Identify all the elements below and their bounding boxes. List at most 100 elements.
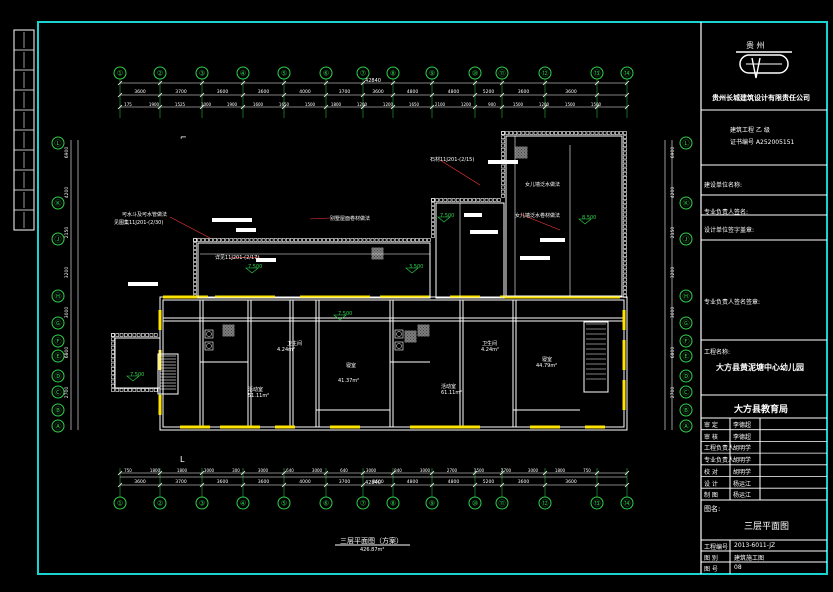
dim-tick: [542, 92, 548, 98]
level-6: 8.500: [582, 215, 597, 221]
window: [330, 425, 360, 429]
parapet: [431, 198, 435, 202]
parapet: [145, 333, 149, 337]
dim-tick: [390, 482, 396, 488]
dim-tick: [429, 482, 435, 488]
vent-cell: [423, 327, 427, 331]
toilet-fixture: [394, 329, 404, 339]
dim-tick: [624, 104, 630, 110]
parapet: [119, 333, 124, 337]
toilet-fixture: [204, 329, 214, 339]
axis-label-top: ①: [117, 70, 123, 78]
dim-left: 2150: [65, 226, 71, 239]
axis-label-top: ⑨: [429, 70, 435, 78]
dim-bottom-fine: 3000: [311, 468, 323, 473]
tb-license-1: 建筑工程 乙 级: [730, 127, 770, 134]
vent-cell: [524, 149, 528, 153]
axis-label-top: ⑦: [360, 70, 366, 78]
parapet: [501, 147, 505, 152]
parapet: [193, 274, 197, 278]
parapet: [132, 333, 137, 337]
dim-bottom-row: 4000: [299, 480, 311, 485]
dim-tick: [472, 104, 478, 110]
axis-label-top: ⑬: [594, 70, 601, 78]
vent-cell: [374, 256, 378, 260]
tb-row-d: 专业负责人签名签章:: [704, 299, 761, 306]
vent-cell: [524, 146, 528, 150]
toilet-bowl: [396, 331, 402, 337]
parapet: [602, 131, 607, 135]
axis-label-left: Ⓓ: [55, 373, 62, 381]
axis-label-bottom: ⑫: [542, 500, 549, 508]
parapet: [111, 333, 115, 337]
parapet: [606, 131, 611, 135]
dim-tick: [157, 482, 163, 488]
room-3-area: 4.24m²: [481, 347, 500, 353]
dim-bottom-fine: 750: [583, 468, 591, 473]
dim-bottom-fine: 1500: [473, 468, 485, 473]
vent-cell: [222, 324, 226, 328]
window: [300, 295, 370, 299]
parapet: [193, 282, 197, 286]
parapet: [501, 143, 505, 148]
parapet: [431, 230, 435, 234]
axis-label-right: Ⓕ: [683, 338, 690, 346]
parapet: [537, 131, 542, 135]
parapet: [435, 198, 439, 202]
window: [410, 425, 450, 429]
axis-label-right: Ⓗ: [683, 293, 690, 301]
dim-right: 2150: [671, 226, 677, 239]
parapet: [273, 238, 278, 242]
vent-cell: [413, 333, 417, 337]
parapet: [517, 131, 522, 135]
parapet: [281, 238, 286, 242]
parapet: [378, 238, 383, 242]
dim-tick: [472, 92, 478, 98]
parapet: [554, 131, 558, 135]
parapet: [431, 214, 435, 218]
parapet: [427, 238, 431, 242]
axis-label-right: Ⓖ: [683, 320, 690, 328]
dim-tick: [594, 482, 600, 488]
dim-bottom-fine: 3000: [419, 468, 431, 473]
tb-row-a: 建设单位名称:: [704, 182, 743, 189]
dim-tick: [542, 482, 548, 488]
parapet: [141, 333, 145, 337]
tb-drawing-name: 三层平面图: [744, 522, 790, 532]
note-5: 女儿墙泛水做法: [525, 182, 561, 188]
dim-top-row: 4800: [447, 90, 460, 95]
parapet: [549, 131, 554, 135]
dim-tick: [157, 104, 163, 110]
parapet: [386, 238, 391, 242]
note-4: 详见11J201-(2/17): [215, 255, 260, 261]
dim-tick: [360, 482, 366, 488]
parapet: [501, 173, 505, 177]
dim-bottom-fine: 640: [340, 468, 348, 473]
axis-label-bottom: ⑦: [360, 500, 366, 508]
dim-top-row: 3600: [517, 90, 530, 95]
parapet: [525, 131, 530, 135]
axis-circle-right: [679, 403, 693, 417]
axis-label-bottom: ①: [117, 500, 123, 508]
window: [622, 340, 626, 370]
parapet: [623, 163, 627, 168]
parapet: [390, 238, 395, 242]
axis-label-left: Ⓗ: [55, 293, 62, 301]
vent-cell: [407, 339, 411, 343]
dim-top-fine: 1650: [278, 102, 290, 107]
parapet: [346, 238, 351, 242]
parapet: [415, 238, 419, 242]
leader-line: [439, 159, 481, 186]
tb-role-name: 杨运江: [733, 480, 752, 488]
parapet: [233, 238, 238, 242]
dim-top-row: 3600: [216, 90, 229, 95]
dim-top-fine: 1500: [590, 102, 602, 107]
dim-tick: [542, 470, 548, 476]
vent-cell: [426, 324, 430, 328]
parapet: [193, 258, 197, 262]
parapet: [623, 220, 627, 225]
parapet: [623, 176, 627, 180]
dim-top-fine: 175: [124, 102, 132, 107]
dim-tick: [429, 104, 435, 110]
vent-cell: [404, 336, 408, 340]
